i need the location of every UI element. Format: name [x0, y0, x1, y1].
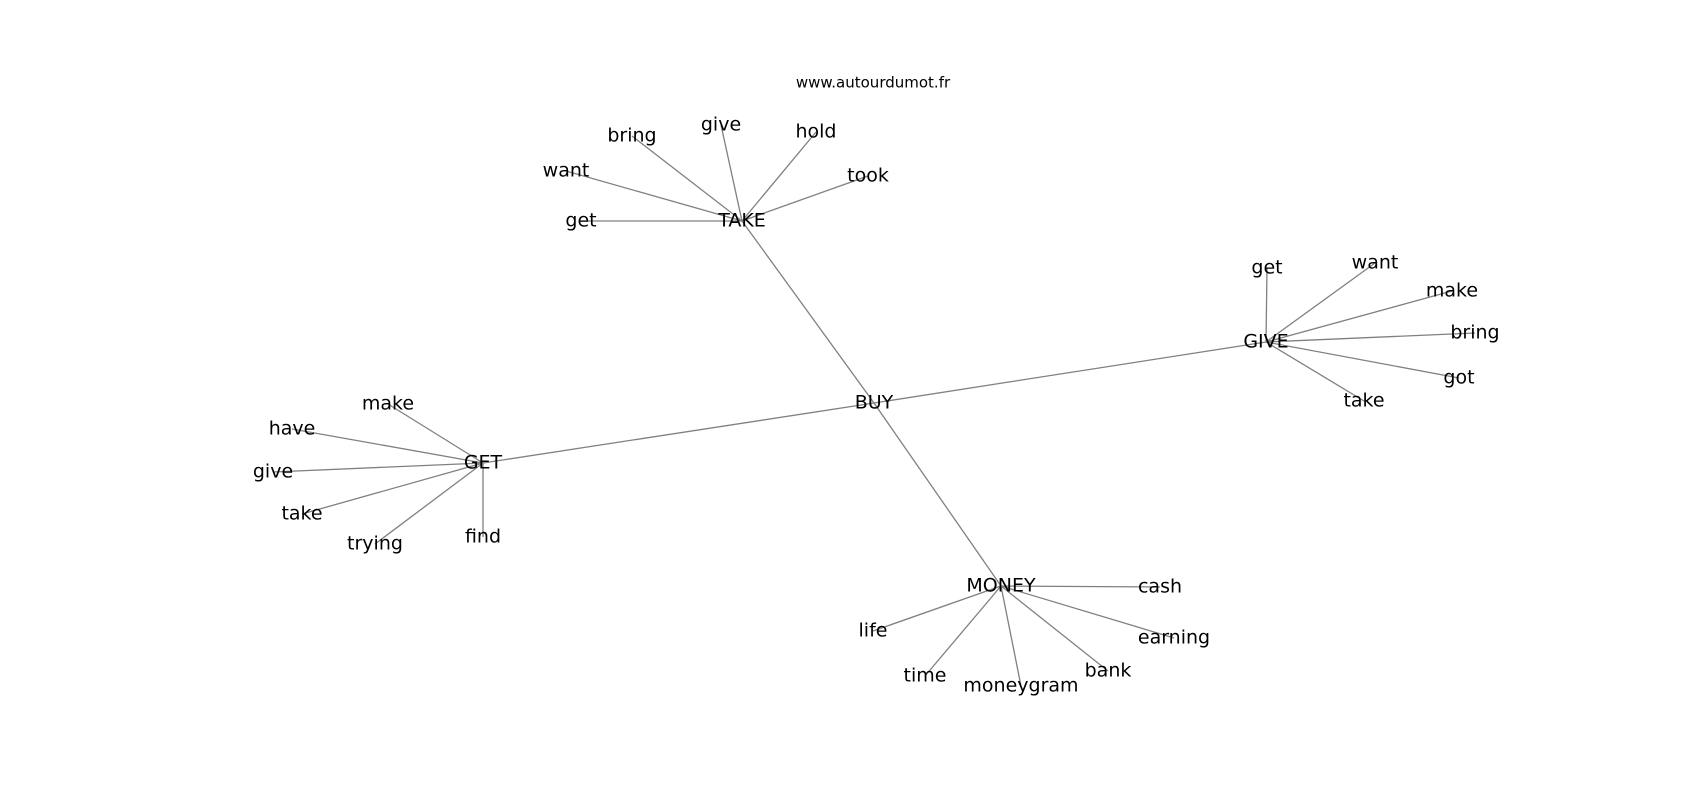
edge-give-get [1265, 267, 1268, 343]
node-money-time[interactable]: time [904, 665, 947, 687]
edge-get-make [387, 403, 484, 464]
edge-money-life [872, 585, 1002, 632]
edge-give-make [1265, 290, 1453, 343]
node-give-want[interactable]: want [1352, 252, 1399, 274]
label-layer: www.autourdumot.fr BUY TAKE bring give hold w… [253, 74, 1500, 697]
edge-get-have [291, 428, 484, 464]
node-take-get[interactable]: get [565, 210, 596, 232]
node-get-have[interactable]: have [269, 418, 316, 440]
edge-take-give [720, 124, 743, 222]
node-take[interactable]: TAKE [717, 210, 766, 232]
edge-give-want [1265, 262, 1376, 343]
node-buy[interactable]: BUY [855, 392, 894, 414]
node-money-earning[interactable]: earning [1138, 627, 1210, 649]
node-get-give[interactable]: give [253, 461, 293, 483]
edge-money-time [924, 585, 1002, 677]
node-money[interactable]: MONEY [966, 575, 1036, 597]
edge-money-bank [1000, 585, 1109, 672]
node-get-find[interactable]: find [465, 526, 501, 548]
node-money-cash[interactable]: cash [1138, 576, 1182, 598]
node-money-bank[interactable]: bank [1085, 660, 1132, 682]
edge-take-want [565, 170, 743, 222]
node-give-make[interactable]: make [1426, 280, 1478, 302]
edge-give-got [1265, 341, 1460, 379]
node-give-get[interactable]: get [1251, 257, 1282, 279]
edge-buy-get [482, 402, 875, 464]
edge-buy-money [873, 402, 1002, 587]
node-get-trying[interactable]: trying [347, 533, 403, 555]
node-money-moneygram[interactable]: moneygram [963, 675, 1078, 697]
node-give-bring[interactable]: bring [1450, 322, 1499, 344]
node-get-take[interactable]: take [281, 503, 322, 525]
edge-take-bring [631, 135, 743, 222]
node-give-got[interactable]: got [1443, 367, 1474, 389]
edge-buy-take [741, 220, 875, 404]
edge-money-cash [1000, 585, 1161, 588]
edge-take-hold [741, 131, 817, 222]
edge-give-bring [1265, 332, 1476, 343]
edge-get-trying [374, 462, 484, 545]
node-take-hold[interactable]: hold [795, 121, 836, 143]
edge-layer [272, 124, 1476, 687]
node-get[interactable]: GET [464, 452, 503, 474]
node-give-take[interactable]: take [1343, 390, 1384, 412]
edge-give-take [1265, 341, 1365, 402]
node-take-bring[interactable]: bring [607, 125, 656, 147]
node-take-took[interactable]: took [847, 165, 889, 187]
edge-get-take [301, 462, 484, 515]
site-watermark: www.autourdumot.fr [796, 74, 951, 92]
node-money-life[interactable]: life [859, 620, 888, 642]
edge-get-give [272, 462, 484, 473]
edge-money-earning [1000, 585, 1175, 639]
edge-money-moneygram [1000, 585, 1022, 687]
node-take-want[interactable]: want [543, 160, 590, 182]
node-take-give[interactable]: give [701, 114, 741, 136]
node-get-make[interactable]: make [362, 393, 414, 415]
edge-take-took [741, 175, 869, 222]
node-give[interactable]: GIVE [1243, 331, 1288, 353]
edge-buy-give [873, 341, 1267, 404]
